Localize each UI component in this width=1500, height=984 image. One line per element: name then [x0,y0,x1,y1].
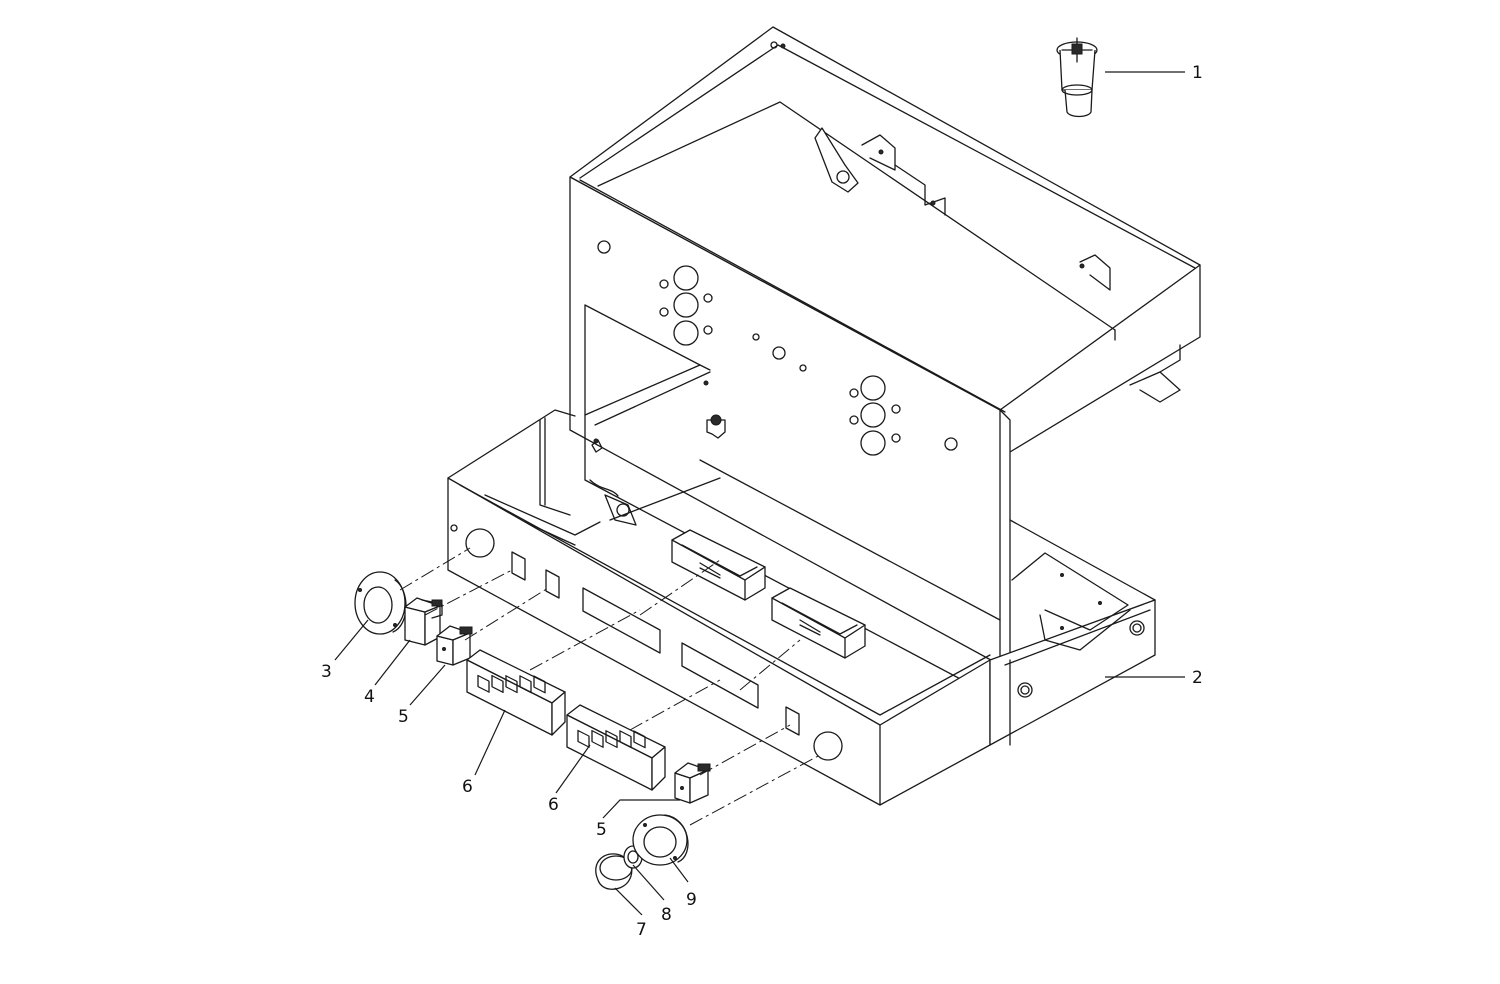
assembly-lines [399,547,821,826]
callout-3: 3 [321,662,332,682]
callout-6a: 6 [462,777,473,797]
callout-8: 8 [661,905,672,925]
part-5-rocker-switch-a [436,625,473,666]
callout-7: 7 [636,920,647,940]
part-3-bezel-ring [354,571,407,635]
part-5-rocker-switch-b [674,762,711,804]
part-9-bezel-ring [632,814,689,866]
part-6-keypad-b [566,704,666,791]
part-6-keypad-a [466,649,566,736]
callout-1: 1 [1192,63,1203,83]
callout-2: 2 [1192,668,1203,688]
display-housing-left [671,529,766,601]
display-housing-right [771,587,866,659]
callout-5b: 5 [596,820,607,840]
callout-labels: 1 2 3 4 5 6 6 5 7 8 9 [321,63,1203,940]
callout-5a: 5 [398,707,409,727]
upper-tray [569,26,1201,453]
part-1-knob [1056,37,1098,118]
callout-4: 4 [364,687,375,707]
base-box [447,409,1156,806]
callout-9: 9 [686,890,697,910]
callout-6b: 6 [548,795,559,815]
part-4-rocker-switch [404,597,443,646]
leader-lines [334,71,1185,916]
